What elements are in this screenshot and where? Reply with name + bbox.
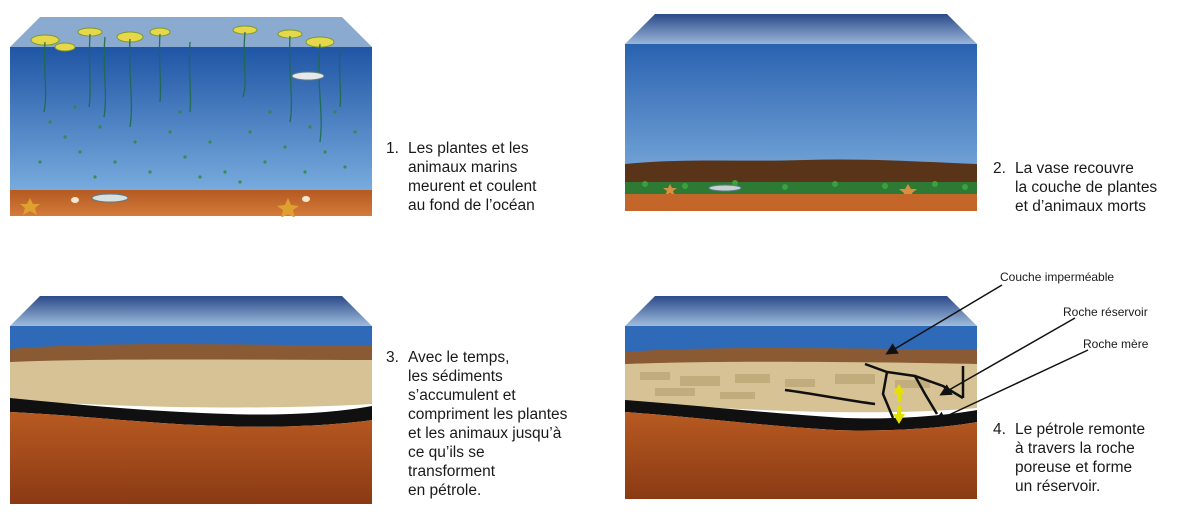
arrow-impermeable bbox=[885, 284, 1003, 355]
panel-step-2 bbox=[625, 12, 977, 212]
starfish-icon bbox=[20, 198, 299, 217]
step-4-caption: 4. Le pétrole remonte à travers la roche… bbox=[993, 421, 1146, 495]
panel-step-4 bbox=[625, 294, 977, 499]
panel-step-3 bbox=[10, 294, 372, 504]
label-reservoir-rock: Roche réservoir bbox=[1063, 305, 1148, 319]
floating-plants bbox=[30, 25, 335, 52]
panel-step-1 bbox=[10, 12, 372, 217]
oil-rising-arrow bbox=[893, 384, 905, 424]
arrow-reservoir bbox=[939, 317, 1076, 396]
step-2-caption: 2. La vase recouvre la couche de plantes… bbox=[993, 160, 1158, 215]
step-1-caption: 1. Les plantes et les animaux marins meu… bbox=[386, 140, 537, 214]
step-3-caption: 3. Avec le temps, les sédiments s’accumu… bbox=[386, 349, 568, 499]
label-source-rock: Roche mère bbox=[1083, 337, 1149, 351]
label-impermeable-layer: Couche imperméable bbox=[1000, 270, 1115, 284]
fish-icon bbox=[91, 71, 325, 203]
arrow-source bbox=[933, 349, 1089, 423]
